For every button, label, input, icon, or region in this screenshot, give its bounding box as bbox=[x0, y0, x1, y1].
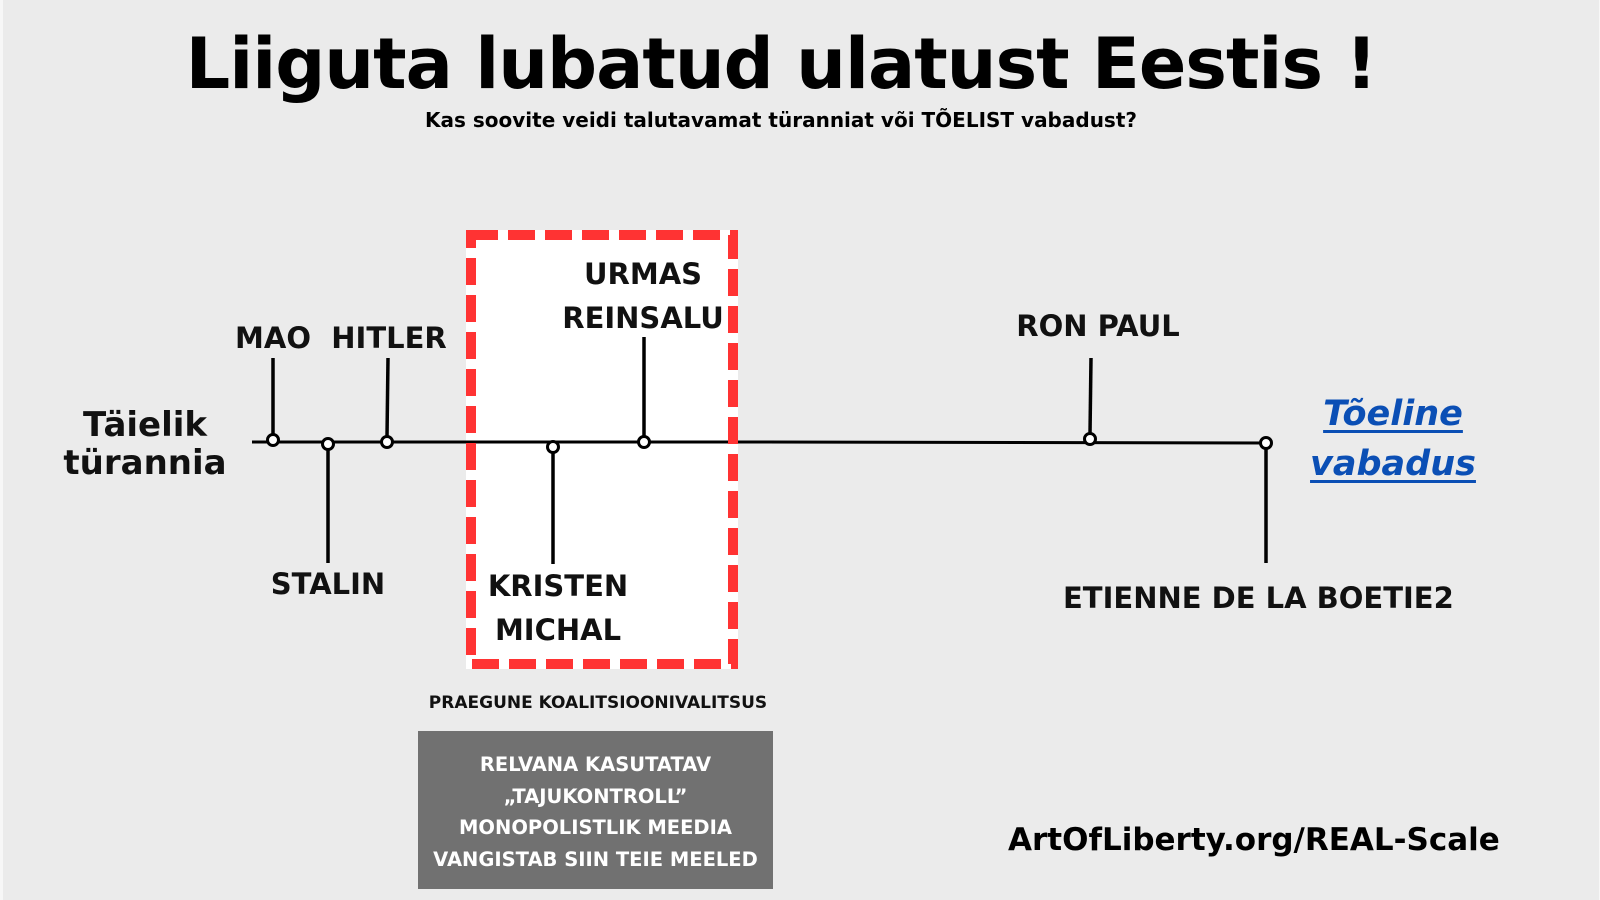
marker-stalin-icon bbox=[321, 437, 335, 451]
page-title: Liiguta lubatud ulatust Eestis ! bbox=[185, 23, 1378, 105]
media-warning-box: RELVANA KASUTATAV „TAJUKONTROLL” MONOPOL… bbox=[418, 731, 773, 889]
label-reinsalu: REINSALU bbox=[562, 301, 724, 335]
left-end-line1: Täielik bbox=[82, 405, 208, 445]
label-kristen-michal: KRISTEN MICHAL bbox=[483, 564, 633, 652]
right-end-line1[interactable]: Tõeline bbox=[1323, 394, 1463, 434]
marker-mao-icon bbox=[266, 433, 280, 447]
coalition-dashed-border bbox=[466, 230, 738, 669]
media-line-2: „TAJUKONTROLL” bbox=[503, 784, 688, 808]
label-mao: MAO bbox=[235, 321, 311, 355]
label-kristen: KRISTEN bbox=[487, 569, 629, 603]
media-line-1: RELVANA KASUTATAV bbox=[479, 753, 712, 776]
footer-url-link[interactable]: ArtOfLiberty.org/REAL-Scale bbox=[1008, 822, 1500, 858]
label-etienne-de-la-boetie: ETIENNE DE LA BOETIE2 bbox=[1063, 581, 1454, 615]
label-urmas-reinsalu: URMAS REINSALU bbox=[558, 252, 728, 340]
label-urmas: URMAS bbox=[583, 257, 703, 291]
label-michal: MICHAL bbox=[494, 613, 622, 647]
marker-etienne-icon bbox=[1259, 436, 1273, 450]
marker-ron-paul-icon bbox=[1083, 432, 1097, 446]
label-hitler: HITLER bbox=[331, 321, 447, 355]
marker-hitler-icon bbox=[380, 435, 394, 449]
left-end-line2: türannia bbox=[63, 443, 227, 483]
scale-right-end-link[interactable]: Tõeline vabadus bbox=[1293, 389, 1493, 489]
media-line-3: MONOPOLISTLIK MEEDIA bbox=[459, 816, 732, 839]
coalition-highlight-box bbox=[466, 230, 738, 669]
marker-kristen-michal-icon bbox=[546, 440, 560, 454]
page-subtitle: Kas soovite veidi talutavamat türanniat … bbox=[425, 108, 1137, 132]
scale-axis-right bbox=[764, 440, 1270, 445]
label-stalin: STALIN bbox=[270, 567, 386, 601]
label-ron-paul: RON PAUL bbox=[1016, 309, 1180, 343]
right-end-line2[interactable]: vabadus bbox=[1310, 444, 1476, 484]
coalition-caption: PRAEGUNE KOALITSIOONIVALITSUS bbox=[428, 693, 768, 713]
poster-canvas: Liiguta lubatud ulatust Eestis ! Kas soo… bbox=[3, 0, 1599, 900]
marker-urmas-reinsalu-icon bbox=[637, 435, 651, 449]
liberty-scale-diagram bbox=[252, 230, 1273, 669]
scale-left-end-label: Täielik türannia bbox=[60, 406, 230, 482]
media-line-4: VANGISTAB SIIN TEIE MEELED bbox=[433, 847, 758, 871]
